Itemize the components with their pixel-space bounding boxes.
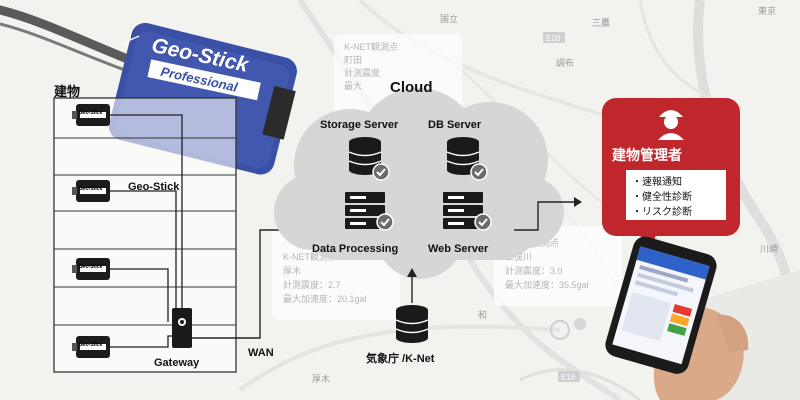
- popup-line: 最大: [344, 80, 362, 91]
- popup-line: 二俣川: [505, 251, 532, 262]
- jma-knet-label: 気象庁 /K-Net: [366, 351, 435, 365]
- popup-line: 最大加速度：35.5gal: [505, 279, 589, 290]
- manager-avatar-icon: [658, 110, 684, 140]
- geostick-label: Geo-Stick: [128, 181, 180, 193]
- storage-server-label: Storage Server: [320, 119, 399, 131]
- popup-line: K-NET観測点: [344, 41, 398, 52]
- geostick-sensor: Geo-Stick: [72, 336, 110, 358]
- knet-arrow-icon: [407, 268, 417, 277]
- manager-item: ・リスク診断: [632, 205, 692, 218]
- map-label: 調布: [556, 57, 574, 68]
- map-label: 和: [478, 310, 487, 320]
- popup-line: 厚木: [283, 265, 301, 276]
- stick-badge: Geo-Stick: [79, 264, 103, 270]
- building-outline: [53, 97, 237, 373]
- cloud-shape: [274, 88, 564, 279]
- notification-link: [514, 201, 574, 231]
- popup-line: 計測震度: [344, 67, 380, 78]
- wan-link: [192, 229, 286, 339]
- highway-sign: [558, 371, 580, 382]
- jma-database-icon: [395, 304, 429, 344]
- map-label: 三鷹: [592, 17, 610, 28]
- popup-line: 町田: [344, 55, 362, 65]
- highway-sign: [543, 32, 565, 43]
- map-label: 厚木: [312, 373, 330, 384]
- wan-label: WAN: [248, 347, 274, 359]
- db-server-label: DB Server: [428, 119, 482, 131]
- popup-line: 最大加速度：20.1gal: [283, 293, 367, 304]
- gateway-device: [172, 308, 192, 348]
- map-label: 東京: [758, 5, 776, 16]
- building-label: 建物: [54, 84, 80, 99]
- data-processing-label: Data Processing: [312, 243, 398, 255]
- axis-icon: [123, 30, 140, 47]
- notification-arrow-icon: [574, 197, 582, 207]
- map-labels: 国立 三鷹 東京 調布 川崎 厚木 E20 E16 和: [312, 5, 778, 384]
- map-label: E20: [546, 34, 561, 43]
- geostick-sensor: Geo-Stick: [72, 180, 110, 202]
- cloud-title: Cloud: [390, 79, 433, 96]
- manager-title: 建物管理者: [612, 147, 682, 163]
- stick-badge: Geo-Stick: [79, 110, 103, 116]
- stick-badge: Geo-Stick: [79, 186, 103, 192]
- manager-item: ・速報通知: [632, 175, 682, 188]
- popup-line: 計測震度：2.7: [283, 279, 341, 290]
- smartphone-hand-image: [605, 236, 749, 400]
- web-server-label: Web Server: [428, 243, 489, 255]
- gateway-label: Gateway: [154, 357, 200, 369]
- map-label: 国立: [440, 13, 458, 24]
- popup-line: K-NET観測点: [283, 251, 337, 262]
- geostick-sensor: Geo-Stick: [72, 104, 110, 126]
- manager-item: ・健全性診断: [632, 190, 692, 203]
- location-pin-icon: [550, 318, 586, 340]
- map-label: 川崎: [760, 243, 778, 254]
- building-manager-callout: [602, 98, 740, 266]
- map-label: E16: [561, 373, 576, 382]
- geostick-sensor: Geo-Stick: [72, 258, 110, 280]
- stick-badge: Geo-Stick: [79, 342, 103, 348]
- popup-line: 計測震度：3.0: [505, 265, 563, 276]
